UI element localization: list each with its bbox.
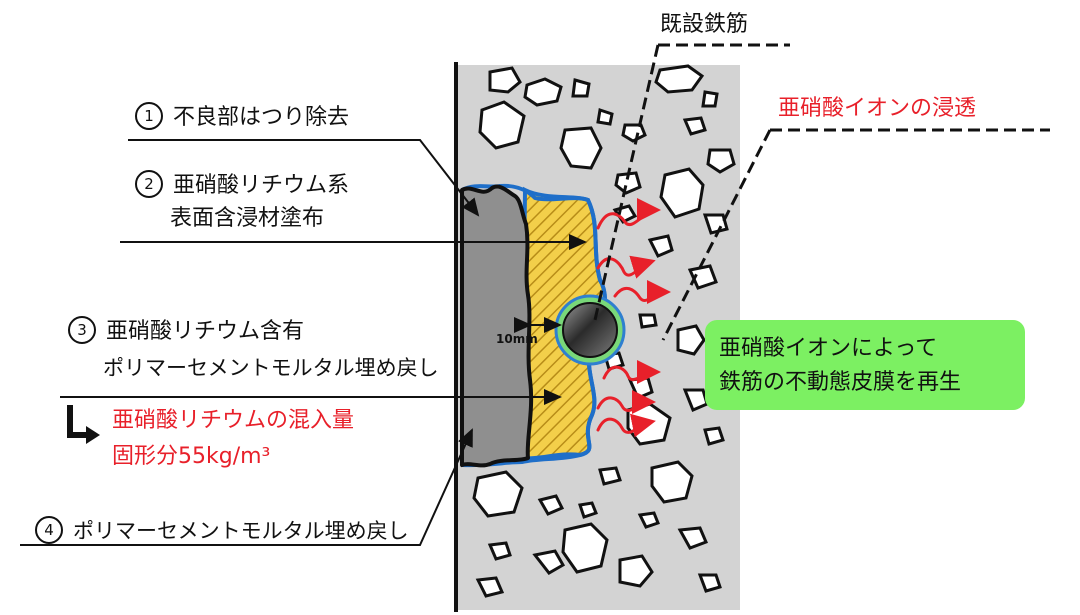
callout-line1: 亜硝酸イオンによって: [719, 336, 938, 361]
step2-text-line1: 亜硝酸リチウム系: [173, 173, 350, 198]
thickness-label: 10mm: [496, 332, 538, 346]
step3-text-line1: 亜硝酸リチウム含有: [106, 319, 305, 344]
step4-text: ポリマーセメントモルタル埋め戻し: [73, 519, 409, 543]
step2-text-line2: 表面含浸材塗布: [170, 206, 325, 231]
step1-number: 1: [135, 102, 163, 130]
step1-text: 不良部はつり除去: [173, 105, 350, 130]
mix-amount-line2: 固形分55kg/m³: [112, 444, 271, 469]
mortar-fill: [460, 184, 534, 468]
mix-amount-arrow: [67, 405, 88, 438]
step1-label: 1 不良部はつり除去: [135, 102, 350, 132]
aggregate-stones: [472, 64, 736, 598]
step3-text-line2: ポリマーセメントモルタル埋め戻し: [103, 356, 439, 380]
callout-line2: 鉄筋の不動態皮膜を再生: [719, 370, 962, 395]
existing-rebar: [562, 302, 618, 358]
penetration-leader: [661, 128, 1050, 341]
step4-label: 4 ポリマーセメントモルタル埋め戻し: [35, 516, 409, 546]
leader-lines: [20, 139, 587, 546]
step2-number: 2: [135, 170, 163, 198]
nitrite-arrows: [596, 198, 671, 438]
step3-number: 3: [68, 316, 96, 344]
existing-rebar-label: 既設鉄筋: [660, 12, 749, 37]
mix-amount-line1: 亜硝酸リチウムの混入量: [112, 408, 355, 433]
passive-film-callout: 亜硝酸イオンによって 鉄筋の不動態皮膜を再生: [705, 320, 1025, 410]
step2-label: 2 亜硝酸リチウム系: [135, 170, 350, 200]
step4-number: 4: [35, 516, 63, 544]
rebar-leader: [593, 43, 790, 321]
step3-label: 3 亜硝酸リチウム含有: [68, 316, 305, 346]
nitrite-penetration-label: 亜硝酸イオンの浸透: [778, 96, 977, 121]
